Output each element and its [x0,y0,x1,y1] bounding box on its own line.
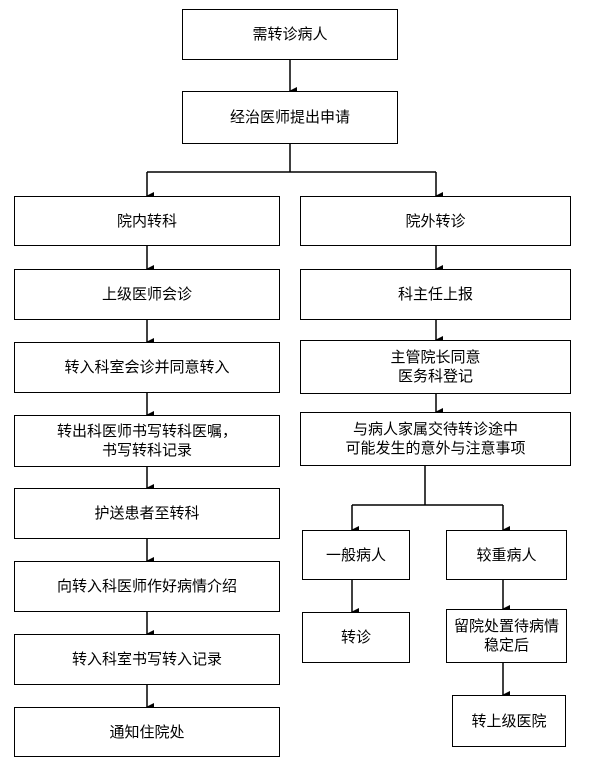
node-write-order: 转出科医师书写转科医嘱， 书写转科记录 [14,415,280,467]
node-record-in: 转入科室书写转入记录 [14,634,280,685]
node-patient: 需转诊病人 [182,9,398,60]
node-stabilize: 留院处置待病情 稳定后 [446,609,567,663]
node-escort: 护送患者至转科 [14,488,280,539]
node-apply: 经治医师提出申请 [182,91,398,144]
node-internal: 院内转科 [14,196,280,246]
node-external: 院外转诊 [300,196,571,246]
node-approve: 主管院长同意 医务科登记 [300,340,571,394]
node-higher-hospital: 转上级医院 [452,695,566,747]
node-consult: 上级医师会诊 [14,269,280,320]
node-notify: 通知住院处 [14,707,280,757]
node-severe: 较重病人 [446,530,567,580]
node-transfer: 转诊 [302,612,410,663]
node-inform-family: 与病人家属交待转诊途中 可能发生的意外与注意事项 [300,412,571,466]
node-introduce: 向转入科医师作好病情介绍 [14,561,280,612]
node-general: 一般病人 [302,530,410,580]
node-dept-head: 科主任上报 [300,269,571,320]
node-receive-consult: 转入科室会诊并同意转入 [14,342,280,393]
